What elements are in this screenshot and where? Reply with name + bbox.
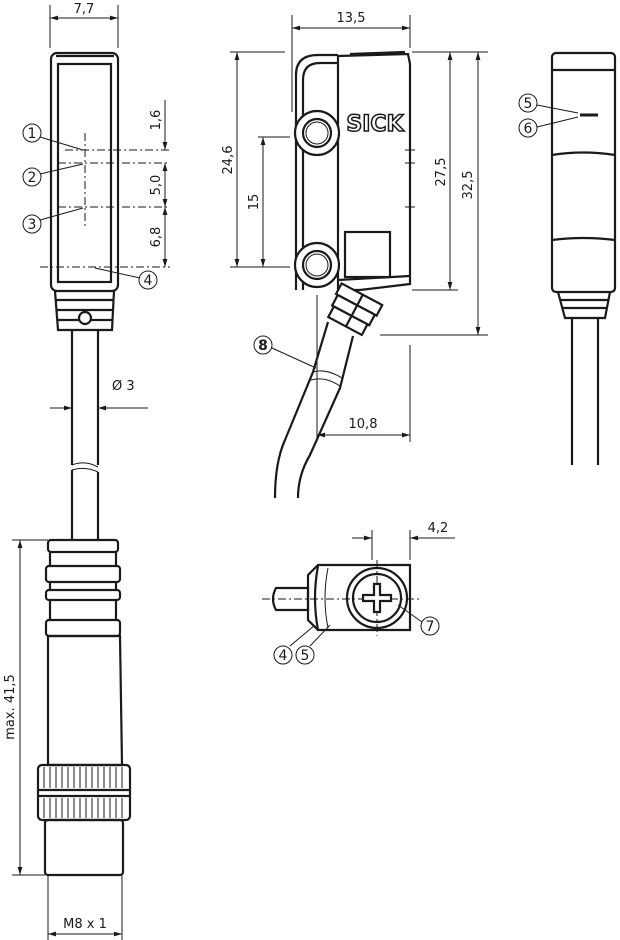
- callout-6: 6: [518, 118, 538, 138]
- svg-text:5: 5: [524, 96, 533, 112]
- mounting-hole-bottom: [293, 241, 341, 289]
- dim-15: 15: [247, 194, 262, 211]
- front-view: 7,7 1,6 5,0 6,8 1 2 3 4: [22, 2, 170, 540]
- bottom-view: 4,2 4 5 7: [262, 521, 455, 665]
- connector-length-label: max. 41,5: [3, 674, 18, 740]
- callout-3: 3: [22, 214, 42, 234]
- dim-6-8: 6,8: [149, 227, 164, 248]
- svg-text:1: 1: [28, 126, 37, 142]
- callout-4: 4: [138, 270, 158, 290]
- svg-text:2: 2: [28, 170, 37, 186]
- svg-text:7: 7: [426, 619, 435, 635]
- callout-4-bottom: 4: [273, 645, 293, 665]
- callout-5: 5: [518, 93, 538, 113]
- dim-5-0: 5,0: [149, 175, 164, 196]
- svg-text:3: 3: [28, 217, 37, 233]
- dim-32-5: 32,5: [461, 171, 476, 200]
- callout-2: 2: [22, 167, 42, 187]
- side-view: 13,5 SICK 24,6 15 27,5 32,5: [221, 11, 488, 499]
- rear-view: 5 6: [518, 51, 617, 465]
- svg-text:4: 4: [144, 273, 153, 289]
- thread-label: M8 x 1: [63, 917, 107, 932]
- connector-view: max. 41,5 M8 x 1: [3, 538, 132, 940]
- dim-4-2: 4,2: [428, 521, 449, 536]
- callout-7: 7: [420, 616, 440, 636]
- svg-text:4: 4: [279, 648, 288, 664]
- svg-text:6: 6: [524, 121, 533, 137]
- cable-diameter-label: Ø 3: [112, 379, 135, 394]
- callout-8: 8: [253, 335, 273, 355]
- knurl-pattern: [43, 767, 123, 818]
- callout-1: 1: [22, 123, 42, 143]
- side-width-label: 13,5: [337, 11, 366, 26]
- mounting-hole-top: [293, 109, 341, 157]
- brand-logo: SICK: [346, 112, 404, 137]
- dim-10-8: 10,8: [349, 417, 378, 432]
- dim-1-6: 1,6: [149, 110, 164, 131]
- callout-5-bottom: 5: [295, 645, 315, 665]
- width-dim-label: 7,7: [74, 2, 95, 17]
- svg-text:8: 8: [258, 338, 268, 354]
- svg-text:5: 5: [301, 648, 310, 664]
- dim-24-6: 24,6: [221, 146, 236, 175]
- dim-27-5: 27,5: [434, 158, 449, 187]
